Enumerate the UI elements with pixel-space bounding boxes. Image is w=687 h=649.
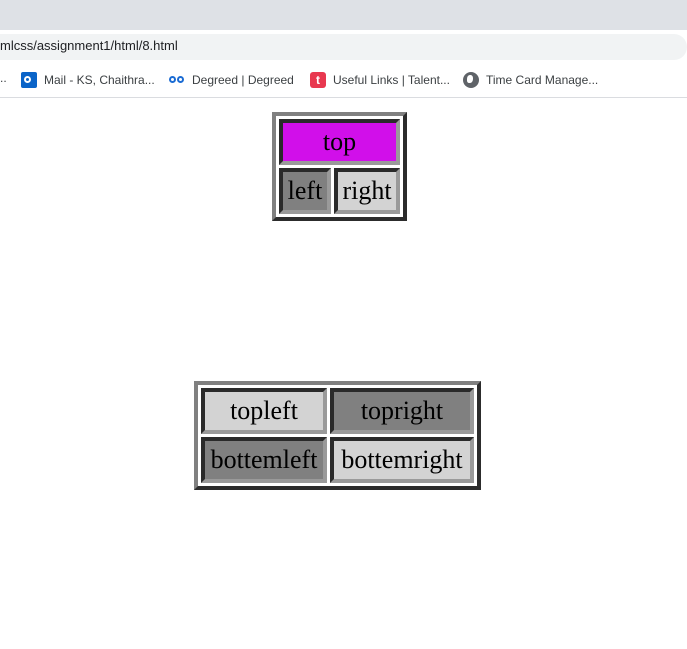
bookmark-mail[interactable]: Mail - KS, Chaithra... [21,71,155,89]
tab-strip [0,0,687,30]
cell-topright: topright [330,388,474,434]
address-bar: mlcss/assignment1/html/8.html [0,30,687,64]
bookmarks-overflow[interactable]: .. [0,71,7,85]
cell-left: left [279,168,331,214]
bookmark-time-card[interactable]: Time Card Manage... [463,71,598,89]
bookmark-label: Useful Links | Talent... [333,73,450,87]
bookmark-label: Time Card Manage... [486,73,599,87]
bookmark-label: Degreed | Degreed [192,73,294,87]
outlook-icon [21,72,37,88]
bookmark-useful-links[interactable]: t Useful Links | Talent... [310,71,450,89]
cell-top: top [279,119,400,165]
cell-bottomleft: bottemleft [201,437,327,483]
cell-topleft: topleft [201,388,327,434]
cell-right: right [334,168,400,214]
bookmark-degreed[interactable]: Degreed | Degreed [169,71,294,89]
url-field[interactable]: mlcss/assignment1/html/8.html [0,34,687,60]
cell-bottomright: bottemright [330,437,474,483]
bookmark-label: Mail - KS, Chaithra... [44,73,155,87]
globe-icon [463,72,479,88]
talent-icon: t [310,72,326,88]
url-text[interactable]: mlcss/assignment1/html/8.html [0,38,178,53]
degreed-icon [169,72,185,88]
layout-table-1: top left right [272,112,407,221]
bookmarks-bar: .. Mail - KS, Chaithra... Degreed | Degr… [0,64,687,98]
layout-table-2: topleft topright bottemleft bottemright [194,381,481,490]
